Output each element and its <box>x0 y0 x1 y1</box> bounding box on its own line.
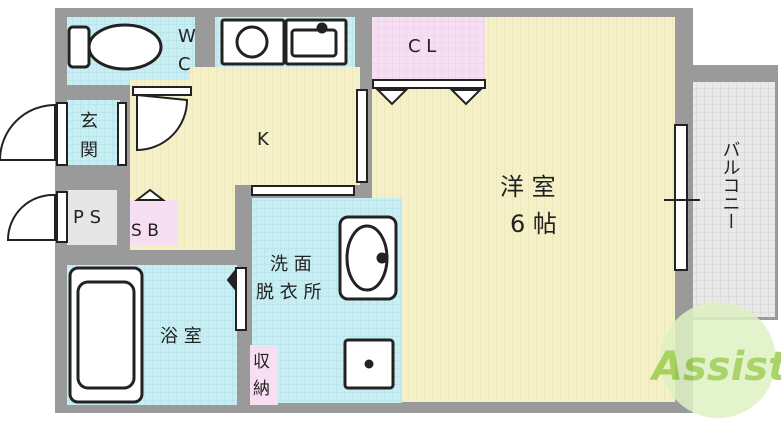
ps-label: P S <box>73 207 101 228</box>
wc-label-line2: C <box>178 54 191 75</box>
wc-label-line1: W <box>178 26 196 47</box>
sb-hatch-icon <box>134 188 166 201</box>
genkan-area <box>67 100 120 165</box>
sb-label: S B <box>131 221 159 241</box>
ps-door-icon <box>6 191 68 243</box>
western-room <box>485 17 675 402</box>
bathroom-label: 浴 室 <box>160 326 202 347</box>
kitchen-label: K <box>257 129 270 150</box>
genkan-label-line2: 関 <box>80 140 98 161</box>
balcony-window-icon <box>664 124 700 271</box>
toilet-icon <box>67 23 163 71</box>
bathroom-door-icon <box>226 267 247 331</box>
genkan-label-line1: 玄 <box>80 111 98 132</box>
kitchen-sink-icon <box>220 18 348 66</box>
closet-room <box>372 17 487 82</box>
washroom-door-icon <box>251 89 368 196</box>
closet-label: C L <box>408 36 436 57</box>
western-room-label-line2: 6 帖 <box>510 210 557 238</box>
storage-label-line1: 収 <box>253 352 270 372</box>
bathtub-icon <box>68 266 144 404</box>
balcony <box>693 82 775 317</box>
storage-label-line2: 納 <box>253 379 270 399</box>
washroom-label-line2: 脱 衣 所 <box>256 282 321 303</box>
storage-space <box>250 345 278 405</box>
closet-doors-icon <box>372 79 486 106</box>
ps-space <box>67 190 117 245</box>
entrance-door-icon <box>0 102 127 166</box>
assist-logo: Assist <box>649 302 781 418</box>
washing-machine-icon <box>343 338 395 390</box>
assist-logo-text: Assist <box>649 344 781 390</box>
balcony-label: バルコニー <box>720 140 741 230</box>
wc-door-icon <box>132 86 192 152</box>
wash-basin-icon <box>338 215 398 301</box>
washroom-label-line1: 洗 面 <box>270 254 312 275</box>
sb-space <box>130 200 178 245</box>
western-room-label-line1: 洋 室 <box>500 173 556 201</box>
